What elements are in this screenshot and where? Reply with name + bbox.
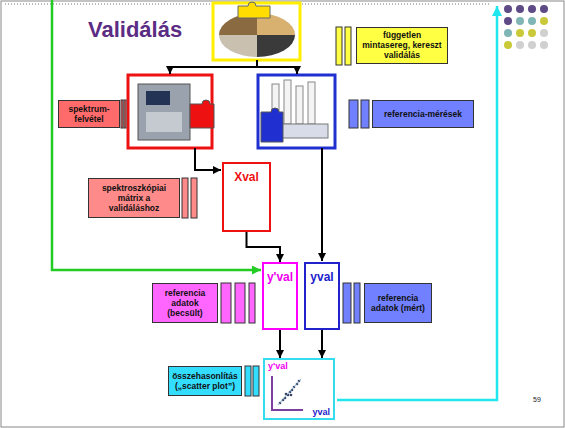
- flow-arrow: [279, 330, 281, 358]
- flow-arrow: [321, 330, 323, 358]
- node-text: összehasonlítás („scatter plot”): [172, 371, 238, 391]
- cyan-loop-line: [337, 6, 497, 400]
- picture-arrows: [170, 60, 322, 261]
- flow-arrow: [247, 232, 281, 262]
- reference-tubes-picture: [258, 75, 335, 148]
- label-box: referencia-mérések: [372, 100, 474, 128]
- label-box: referencia adatok (becsült): [152, 283, 218, 323]
- label-box: spektroszkópiai mátrix a validáláshoz: [88, 178, 180, 218]
- vector-box: yval: [304, 262, 340, 330]
- dot-grid: [504, 5, 548, 49]
- node-text: spektroszkópiai mátrix a validáláshoz: [92, 183, 176, 214]
- scatter-box: y'val yval: [263, 358, 335, 420]
- node-text: referencia adatok (becsült): [156, 288, 214, 319]
- slide-title: Validálás: [88, 17, 182, 43]
- matrix-box: Xval: [222, 162, 271, 232]
- node-text: y'val: [266, 270, 294, 284]
- label-box: referencia adatok (mért): [364, 283, 432, 323]
- node-text: y'val: [268, 361, 288, 371]
- scatter-plot: [272, 376, 303, 410]
- node-text: yval: [312, 407, 330, 417]
- vector-box: y'val: [262, 262, 298, 330]
- page-number: 59: [533, 396, 541, 403]
- label-box: független mintasereg, kereszt validálás: [356, 27, 448, 64]
- node-text: független mintasereg, kereszt validálás: [360, 30, 444, 61]
- node-text: spektrum-felvétel: [62, 104, 116, 124]
- label-box: összehasonlítás („scatter plot”): [168, 366, 242, 396]
- spectrometer-picture: [128, 75, 214, 148]
- label-box: spektrum-felvétel: [58, 100, 120, 128]
- node-text: referencia adatok (mért): [368, 293, 428, 313]
- node-text: yval: [308, 270, 336, 284]
- grain-picture: [213, 2, 300, 60]
- node-text: referencia-mérések: [376, 109, 470, 119]
- node-text: Xval: [226, 170, 267, 184]
